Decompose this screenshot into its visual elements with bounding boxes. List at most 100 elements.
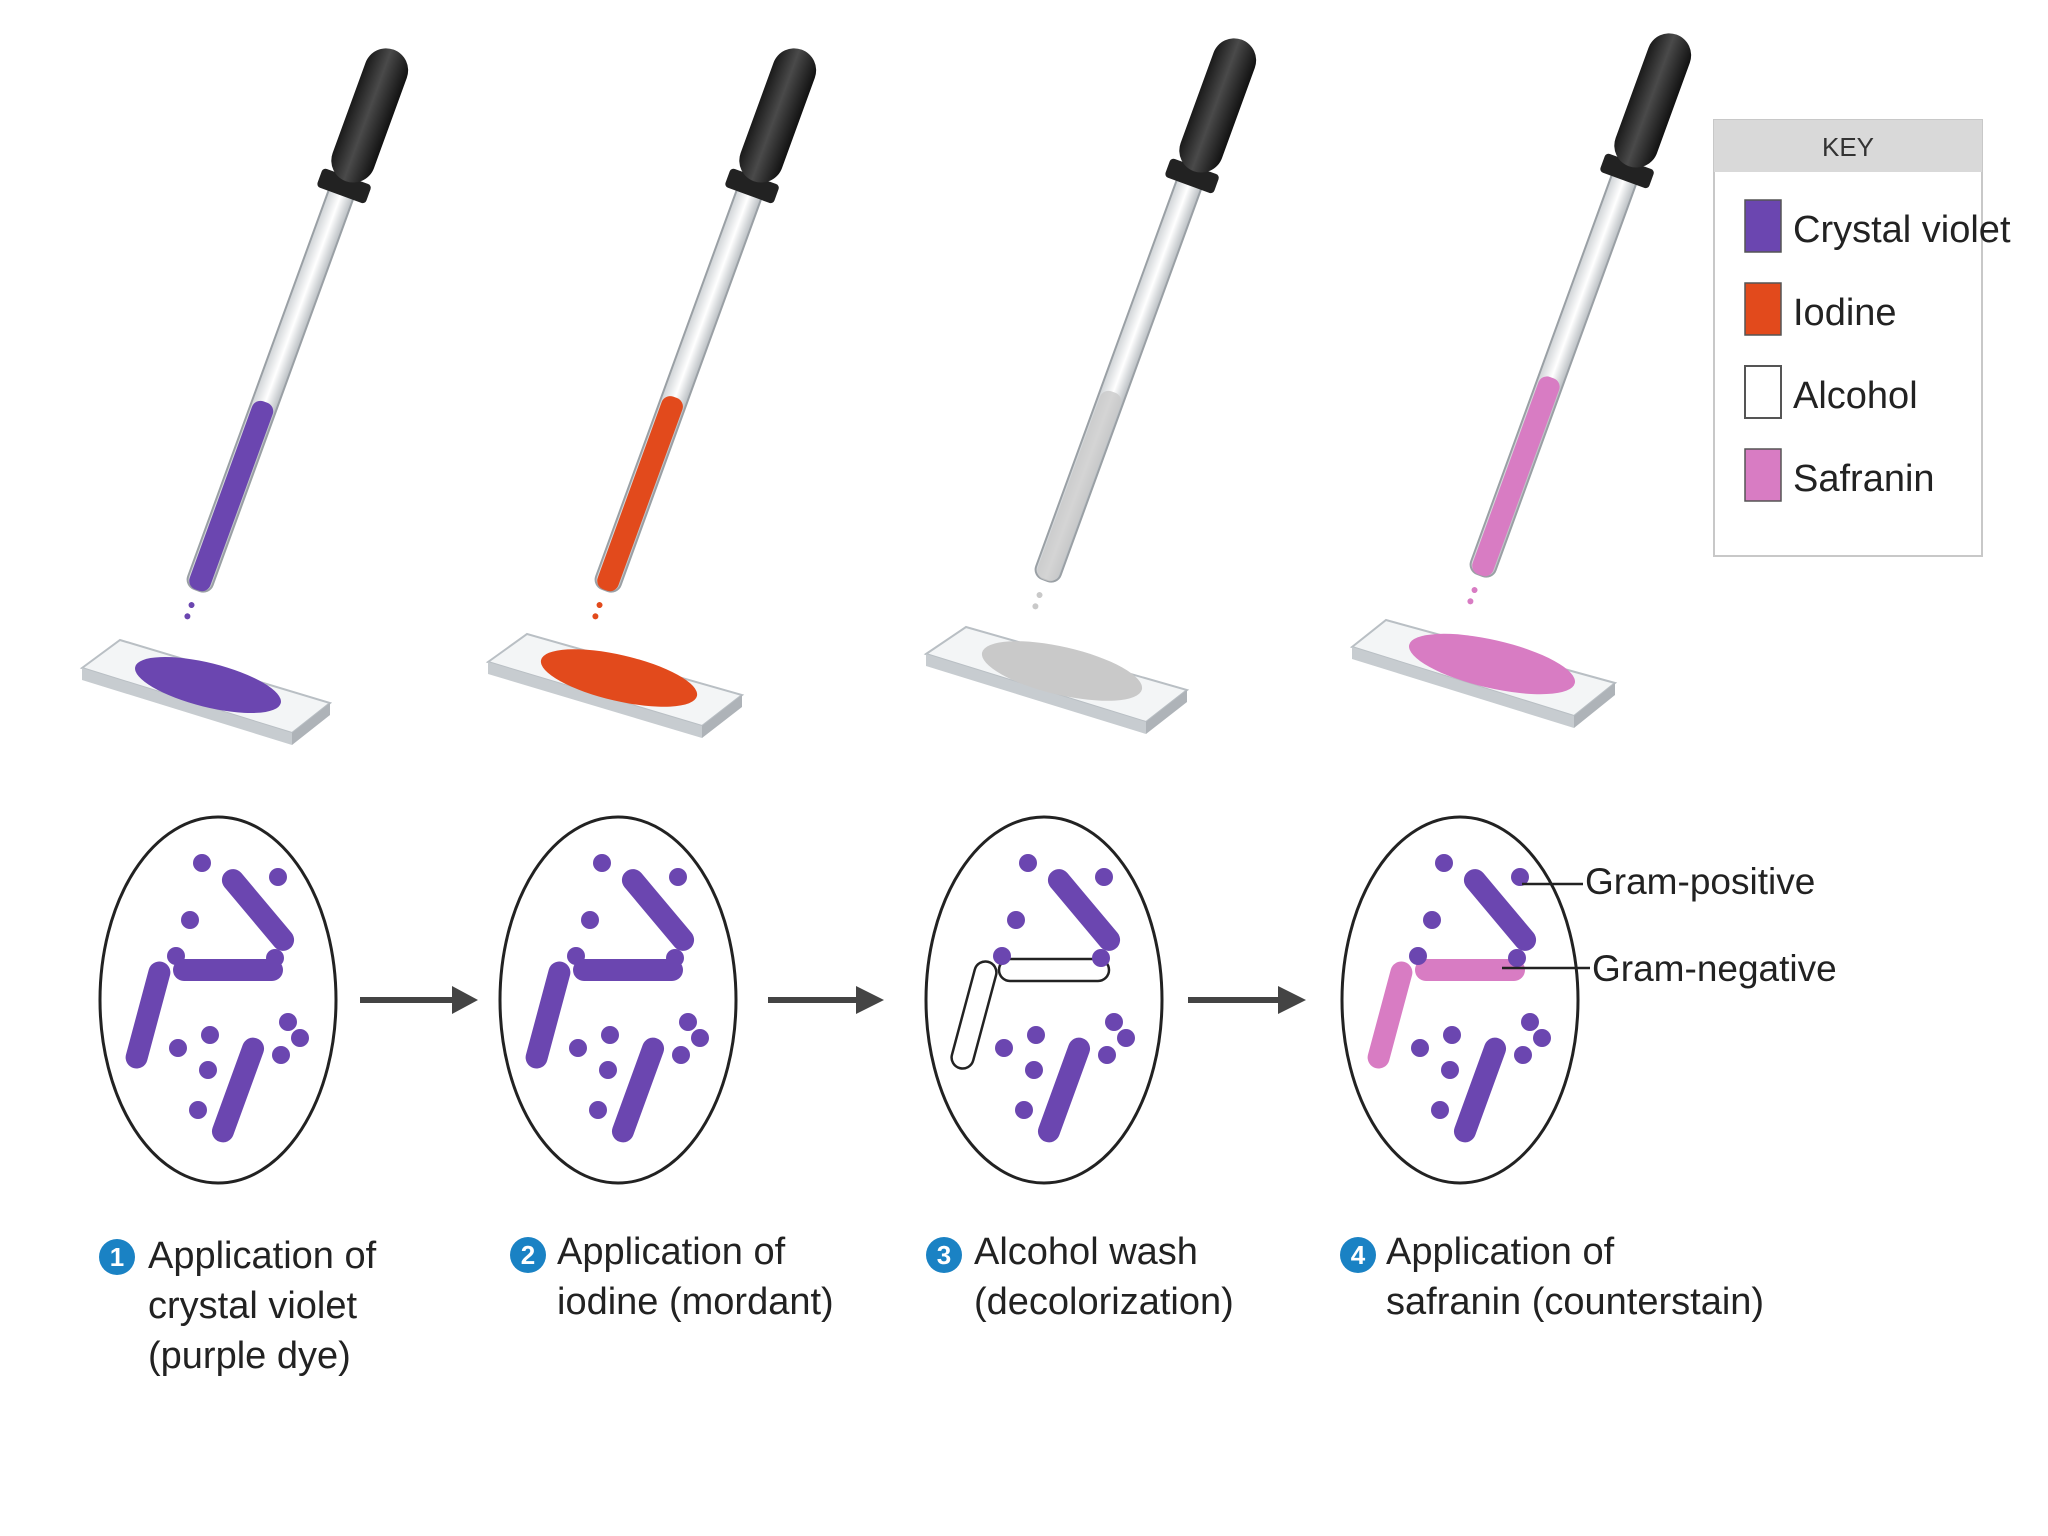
gram-negative-rod (525, 961, 571, 1069)
step-number-badge (926, 1237, 962, 1273)
coccus-cell (1092, 949, 1110, 967)
dropper-2 (592, 48, 817, 620)
slide-smear (135, 656, 281, 714)
step-line: Application of (1386, 1231, 1615, 1273)
coccus-cell (193, 854, 211, 872)
gram-positive-rod (1037, 1037, 1091, 1143)
coccus-cell (567, 947, 585, 965)
coccus-cell (589, 1101, 607, 1119)
step-label-4: 4 Application of safranin (counterstain) (1340, 1231, 1764, 1323)
coccus-cell (279, 1013, 297, 1031)
coccus-cell (1511, 868, 1529, 886)
coccus-cell (666, 949, 684, 967)
coccus-cell (1508, 949, 1526, 967)
dropper-liquid (1037, 390, 1122, 582)
iodine-swatch (1744, 282, 1782, 336)
cells (125, 854, 309, 1143)
step-number-badge (510, 1237, 546, 1273)
coccus-cell (201, 1026, 219, 1044)
gram-positive-label: Gram-positive (1585, 861, 1815, 902)
microscope-view-4 (1340, 815, 1580, 1185)
coccus-cell (1443, 1026, 1461, 1044)
alcohol-swatch (1744, 365, 1782, 419)
step-line: (purple dye) (148, 1335, 351, 1377)
step-number: 4 (1351, 1240, 1366, 1270)
gram-negative-label: Gram-negative (1592, 948, 1837, 989)
step-line: Application of (557, 1231, 786, 1273)
dropper-liquid (189, 400, 274, 592)
coccus-cell (601, 1026, 619, 1044)
dropper-liquid (597, 396, 683, 592)
gram-positive-rod (1463, 869, 1537, 951)
step-2: 2 Application of iodine (mordant) (485, 48, 834, 1323)
arrow-1 (360, 986, 478, 1014)
step-line: iodine (mordant) (557, 1281, 834, 1323)
gram-negative-callout: Gram-negative (1502, 948, 1837, 989)
step-3: 3 Alcohol wash (decolorization) (923, 38, 1257, 1323)
coccus-cell (1019, 854, 1037, 872)
coccus-cell (1409, 947, 1427, 965)
drop (188, 602, 195, 609)
step-line: crystal violet (148, 1285, 357, 1327)
drop (184, 613, 191, 620)
coccus-cell (189, 1101, 207, 1119)
coccus-cell (1411, 1039, 1429, 1057)
coccus-cell (679, 1013, 697, 1031)
slide-4 (1349, 618, 1618, 728)
coccus-cell (1441, 1061, 1459, 1079)
slide-smear (981, 641, 1143, 701)
coccus-cell (1027, 1026, 1045, 1044)
cells (1367, 854, 1551, 1143)
microscope-view-2 (498, 815, 738, 1185)
dropper-liquid (1472, 376, 1560, 577)
microscope-view-1 (98, 815, 338, 1185)
gram-positive-rod (1047, 869, 1121, 951)
coccus-cell (1025, 1061, 1043, 1079)
gram-negative-rod (997, 957, 1111, 983)
gram-positive-rod (1453, 1037, 1507, 1143)
slide-2 (485, 632, 745, 738)
gram-negative-rod (1415, 959, 1525, 981)
step-number: 1 (110, 1242, 124, 1272)
cells (525, 854, 709, 1143)
step-number: 2 (521, 1240, 535, 1270)
coccus-cell (269, 868, 287, 886)
coccus-cell (995, 1039, 1013, 1057)
coccus-cell (199, 1061, 217, 1079)
drop (1471, 587, 1478, 594)
dropper-4 (1467, 33, 1692, 605)
step-line: safranin (counterstain) (1386, 1281, 1764, 1323)
step-line: (decolorization) (974, 1281, 1234, 1323)
dropper-3 (1032, 38, 1257, 610)
coccus-cell (672, 1046, 690, 1064)
drop (1467, 598, 1474, 605)
gram-positive-rod (621, 869, 695, 951)
drop (592, 613, 599, 620)
key-label-crystal-violet: Crystal violet (1793, 209, 2011, 251)
key-title: KEY (1822, 132, 1874, 162)
step-1: 1 Application of crystal violet (purple … (79, 48, 409, 1377)
coccus-cell (1098, 1046, 1116, 1064)
coccus-cell (581, 911, 599, 929)
step-label-2: 2 Application of iodine (mordant) (510, 1231, 834, 1323)
coccus-cell (569, 1039, 587, 1057)
coccus-cell (1007, 911, 1025, 929)
coccus-cell (1435, 854, 1453, 872)
arrow-2 (768, 986, 884, 1014)
cells (950, 854, 1135, 1143)
coccus-cell (1117, 1029, 1135, 1047)
coccus-cell (691, 1029, 709, 1047)
slide-1 (79, 638, 333, 745)
coccus-cell (169, 1039, 187, 1057)
coccus-cell (1533, 1029, 1551, 1047)
slide-3 (923, 625, 1190, 734)
coccus-cell (1015, 1101, 1033, 1119)
gram-negative-rod (573, 959, 683, 981)
step-label-1: 1 Application of crystal violet (purple … (99, 1235, 377, 1377)
coccus-cell (1423, 911, 1441, 929)
coccus-cell (1521, 1013, 1539, 1031)
coccus-cell (1105, 1013, 1123, 1031)
coccus-cell (599, 1061, 617, 1079)
gram-negative-rod (950, 960, 998, 1070)
